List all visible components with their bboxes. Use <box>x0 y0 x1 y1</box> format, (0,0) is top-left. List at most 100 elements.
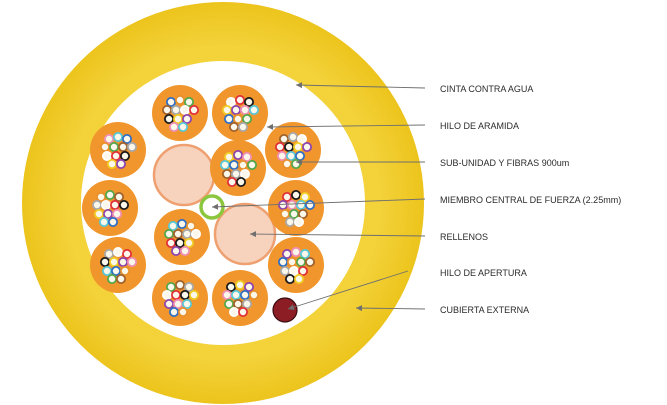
fiber <box>102 150 113 161</box>
fiber <box>170 289 181 300</box>
fiber <box>294 150 305 161</box>
pointer-line <box>266 124 426 128</box>
fiber <box>188 105 199 116</box>
fiber <box>225 281 236 292</box>
fiber <box>177 306 188 317</box>
fiber <box>295 256 306 267</box>
pointer-aramid-yarn <box>266 123 426 130</box>
arrowhead <box>267 123 274 130</box>
fiber <box>119 199 130 210</box>
fiber <box>174 237 185 248</box>
fiber <box>185 220 196 231</box>
fiber <box>290 189 301 200</box>
fiber <box>127 141 138 152</box>
fiber <box>243 97 254 108</box>
fiber <box>108 216 119 227</box>
fiber <box>239 105 250 116</box>
arrowhead <box>356 305 363 312</box>
fiber <box>163 228 174 239</box>
fiber <box>107 273 118 284</box>
subunit-6 <box>82 180 138 236</box>
fiber <box>232 114 243 125</box>
fiber <box>221 168 232 179</box>
fiber <box>237 159 248 170</box>
fiber <box>281 248 292 259</box>
fiber <box>304 199 315 210</box>
fiber <box>118 141 129 152</box>
fiber <box>225 97 236 108</box>
fiber <box>96 191 107 202</box>
fiber <box>116 273 127 284</box>
fiber <box>276 150 287 161</box>
fiber <box>168 306 179 317</box>
fiber <box>234 279 245 290</box>
fiber <box>232 149 243 160</box>
fiber <box>234 95 245 106</box>
subunit-tube <box>212 270 268 326</box>
fiber <box>112 208 123 219</box>
fiber <box>109 256 120 267</box>
pointer-line <box>295 84 426 89</box>
fiber <box>287 131 298 142</box>
fiber <box>284 273 295 284</box>
fiber <box>100 256 111 267</box>
fiber <box>285 150 296 161</box>
fiber <box>190 228 201 239</box>
subunit-tube <box>154 209 210 265</box>
pointer-line <box>211 198 426 208</box>
fiber <box>94 208 105 219</box>
subunit-tube <box>265 122 321 178</box>
fiber <box>172 298 183 309</box>
fiber <box>241 298 252 309</box>
arrowhead <box>296 159 302 165</box>
fiber <box>179 289 190 300</box>
fiber <box>165 237 176 248</box>
fiber <box>226 176 237 187</box>
fiber <box>127 256 138 267</box>
fiber <box>283 141 294 152</box>
fiber <box>170 105 181 116</box>
fiber <box>279 208 290 219</box>
fiber <box>223 298 234 309</box>
fiber <box>111 150 122 161</box>
arrowhead <box>296 82 303 89</box>
fiber <box>163 298 174 309</box>
fiber <box>181 228 192 239</box>
fiber <box>239 168 250 179</box>
fiber <box>277 256 288 267</box>
fiber <box>179 105 190 116</box>
subunit-tube <box>212 85 268 141</box>
fiber <box>219 159 230 170</box>
fiber <box>102 265 113 276</box>
subunit-8 <box>154 209 210 265</box>
filler-1 <box>152 143 216 207</box>
fiber <box>241 151 252 162</box>
subunit-1 <box>152 85 208 141</box>
fiber <box>183 281 194 292</box>
fiber <box>118 256 129 267</box>
fiber <box>296 133 307 144</box>
fiber <box>104 133 115 144</box>
pointer-subunit-fibers <box>296 159 425 165</box>
fiber <box>299 248 310 259</box>
subunit-2 <box>212 85 268 141</box>
fiber <box>277 199 288 210</box>
pointer-outer-jacket <box>355 305 426 312</box>
fiber <box>170 245 181 256</box>
fiber <box>293 273 304 284</box>
fiber <box>167 220 178 231</box>
fiber <box>232 298 243 309</box>
fiber <box>113 131 124 142</box>
fiber <box>295 199 306 210</box>
fiber <box>281 191 292 202</box>
fiber <box>223 114 234 125</box>
label-central-strength-member: MIEMBRO CENTRAL DE FUERZA (2.25mm) <box>440 195 622 205</box>
fiber <box>248 289 259 300</box>
fiber <box>104 248 115 259</box>
subunit-12 <box>212 270 268 326</box>
fiber <box>111 265 122 276</box>
fiber <box>168 122 179 133</box>
pointer-fillers <box>249 231 426 238</box>
subunit-tube <box>82 180 138 236</box>
